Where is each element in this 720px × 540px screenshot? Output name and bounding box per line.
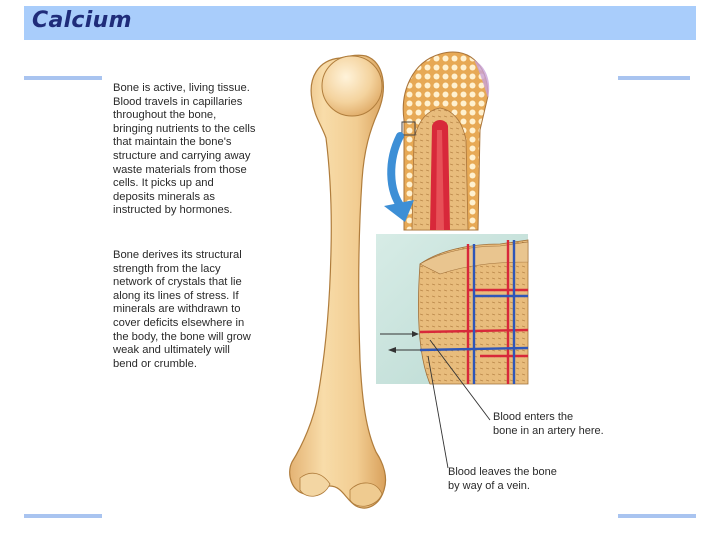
text-line: waste materials from those xyxy=(113,164,255,178)
bone-section xyxy=(402,52,489,230)
text-line: strength from the lacy xyxy=(113,263,251,277)
callout-line: bone in an artery here. xyxy=(493,425,604,439)
magnified-inset xyxy=(376,234,528,384)
text-line: deposits minerals as xyxy=(113,191,255,205)
text-line: Bone is active, living tissue. xyxy=(113,82,255,96)
text-line: bringing nutrients to the cells xyxy=(113,123,255,137)
text-line: minerals are withdrawn to xyxy=(113,303,251,317)
text-line: weak and ultimately will xyxy=(113,344,251,358)
text-line: bend or crumble. xyxy=(113,358,251,372)
curved-arrow-icon xyxy=(391,136,402,208)
bone-active-paragraph: Bone is active, living tissue. Blood tra… xyxy=(113,82,255,218)
text-line: the body, the bone will grow xyxy=(113,331,251,345)
callout-line: Blood enters the xyxy=(493,411,604,425)
artery-callout: Blood enters the bone in an artery here. xyxy=(493,411,604,438)
text-line: cells. It picks up and xyxy=(113,177,255,191)
vein-callout: Blood leaves the bone by way of a vein. xyxy=(448,466,557,493)
text-line: instructed by hormones. xyxy=(113,204,255,218)
text-line: cover deficits elsewhere in xyxy=(113,317,251,331)
text-line: Bone derives its structural xyxy=(113,249,251,263)
text-line: that maintain the bone's xyxy=(113,136,255,150)
callout-line: Blood leaves the bone xyxy=(448,466,557,480)
bone-strength-paragraph: Bone derives its structural strength fro… xyxy=(113,249,251,371)
text-line: throughout the bone, xyxy=(113,109,255,123)
humerus-bone xyxy=(290,55,386,508)
text-line: structure and carrying away xyxy=(113,150,255,164)
text-line: network of crystals that lie xyxy=(113,276,251,290)
callout-line: by way of a vein. xyxy=(448,480,557,494)
text-line: Blood travels in capillaries xyxy=(113,96,255,110)
text-line: along its lines of stress. If xyxy=(113,290,251,304)
